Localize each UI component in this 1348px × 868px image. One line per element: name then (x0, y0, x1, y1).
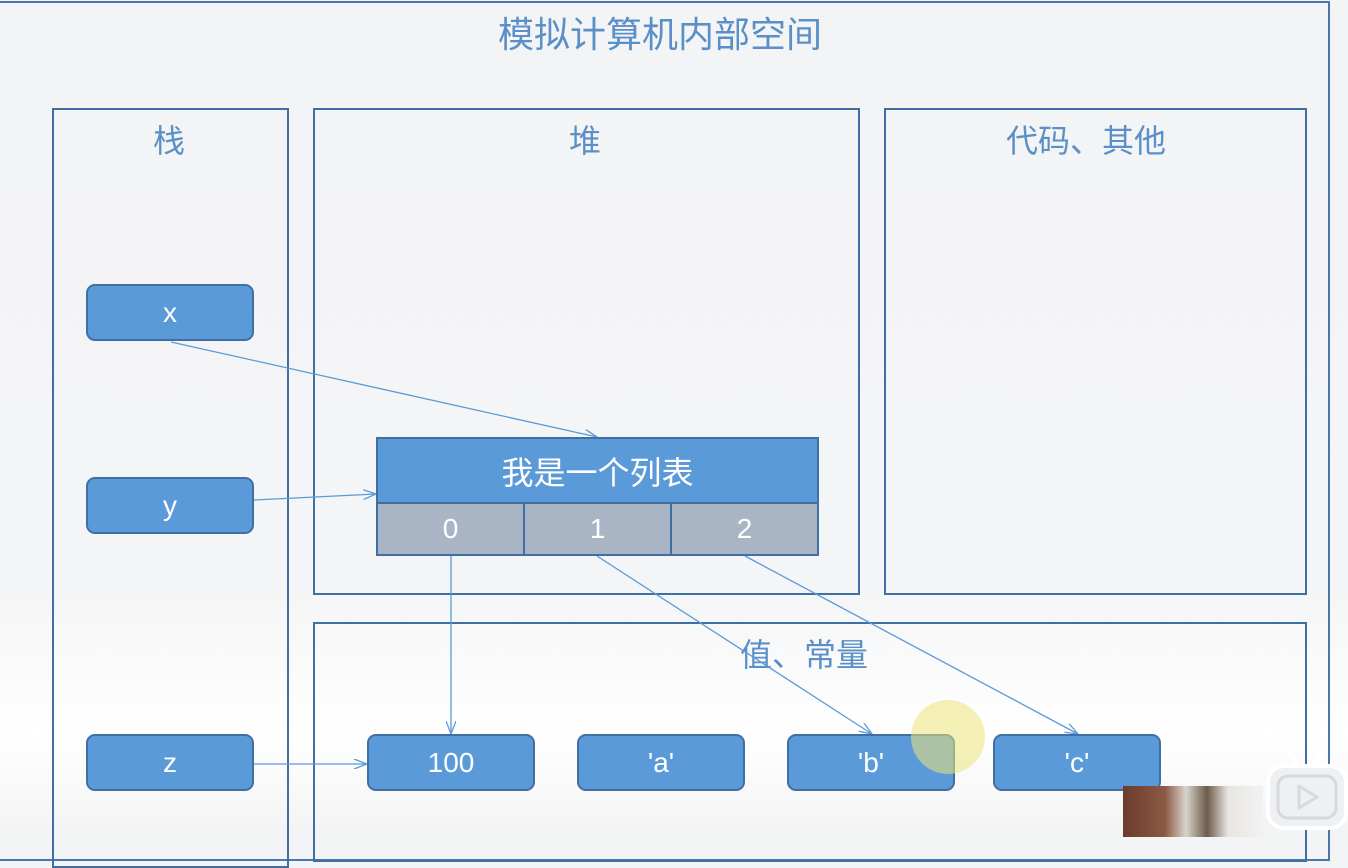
video-thumbnail (1123, 786, 1263, 837)
heap-region (313, 108, 860, 595)
var-y-box: y (86, 477, 254, 534)
reference-arrows (170, 341, 1348, 837)
list-index-1: 1 (523, 502, 672, 556)
slide-title: 模拟计算机内部空间 (497, 15, 822, 56)
value-c-box: 'c' (993, 734, 1161, 791)
bilibili-tv-icon[interactable] (1262, 748, 1348, 837)
value-a-box: 'a' (577, 734, 745, 791)
cursor-highlight (911, 700, 985, 774)
code-other-label: 代码、其他 (1006, 122, 1167, 160)
code-other-region (884, 108, 1307, 595)
arrow-index1-to-b (596, 555, 872, 734)
arrow-index2-to-c (744, 555, 1078, 734)
stack-label: 栈 (153, 122, 186, 160)
var-x-box: x (86, 284, 254, 341)
list-index-0: 0 (376, 502, 525, 556)
list-object-header: 我是一个列表 (376, 437, 819, 504)
arrow-y-to-list (253, 494, 376, 501)
arrow-x-to-list (170, 341, 597, 437)
var-z-box: z (86, 734, 254, 791)
heap-label: 堆 (569, 122, 602, 160)
list-index-2: 2 (670, 502, 819, 556)
value-100-box: 100 (367, 734, 535, 791)
values-label: 值、常量 (740, 636, 869, 674)
